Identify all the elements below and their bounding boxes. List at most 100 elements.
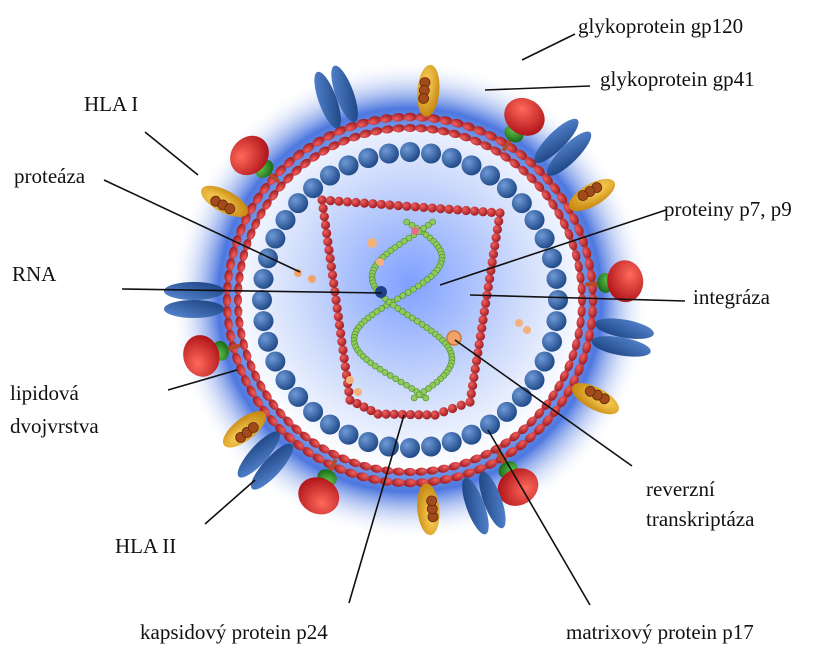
matrix-bead [252, 290, 272, 310]
capsid-bead [467, 389, 476, 398]
capsid-bead [341, 362, 350, 371]
capsid-bead [321, 220, 330, 229]
capsid-bead [322, 229, 331, 238]
label-gp41: glykoprotein gp41 [600, 67, 755, 91]
hla1-peptide [426, 495, 437, 506]
matrix-bead [400, 142, 420, 162]
capsid-bead [338, 345, 347, 354]
matrix-bead [542, 248, 562, 268]
matrix-bead [480, 165, 500, 185]
capsid-bead [406, 410, 415, 419]
capsid-bead [324, 245, 333, 254]
capsid-bead [471, 365, 480, 374]
label-proteaza: proteáza [14, 164, 86, 188]
hla1-peptide [418, 93, 429, 104]
label-lipid-2: dvojvrstva [10, 414, 99, 438]
lipid-bead [404, 124, 416, 132]
matrix-bead [358, 432, 378, 452]
capsid-bead [323, 237, 332, 246]
matrix-bead [303, 178, 323, 198]
capsid-bead [351, 198, 360, 207]
matrix-bead [400, 438, 420, 458]
capsid-bead [491, 233, 500, 242]
capsid-bead [477, 323, 486, 332]
label-integraza: integráza [693, 285, 771, 309]
matrix-bead [258, 248, 278, 268]
rna-bead [394, 296, 400, 302]
capsid-bead [494, 217, 503, 226]
capsid-bead [394, 201, 403, 210]
matrix-bead [497, 178, 517, 198]
capsid-bead [344, 387, 353, 396]
matrix-bead [275, 370, 295, 390]
enzyme-dot [515, 319, 523, 327]
capsid-bead [390, 410, 399, 419]
matrix-bead [303, 402, 323, 422]
capsid-bead [335, 320, 344, 329]
matrix-bead [258, 332, 278, 352]
capsid-bead [336, 329, 345, 338]
capsid-bead [478, 207, 487, 216]
capsid-bead [453, 205, 462, 214]
capsid-bead [445, 205, 454, 214]
capsid-bead [448, 404, 457, 413]
capsid-bead [485, 274, 494, 283]
matrix-bead [542, 332, 562, 352]
matrix-bead [288, 387, 308, 407]
capsid-bead [340, 354, 349, 363]
capsid-bead [337, 337, 346, 346]
capsid-bead [360, 198, 369, 207]
rna-bead [398, 379, 404, 385]
capsid-bead [345, 395, 354, 404]
label-rt-2: transkriptáza [646, 507, 755, 531]
capsid-bead [436, 204, 445, 213]
matrix-bead [525, 370, 545, 390]
capsid-bead [465, 397, 474, 406]
capsid-bead [476, 332, 485, 341]
lipid-bead [404, 468, 416, 476]
matrix-bead [535, 229, 555, 249]
capsid-bead [439, 407, 448, 416]
lipid-bead [589, 294, 597, 307]
capsid-bead [461, 206, 470, 215]
rna-bead [387, 373, 393, 379]
enzyme-dot [367, 238, 377, 248]
label-p7p9: proteiny p7, p9 [664, 197, 792, 221]
matrix-bead [265, 229, 285, 249]
capsid-bead [493, 225, 502, 234]
lipid-bead [578, 294, 586, 306]
lipid-bead [223, 294, 231, 307]
matrix-bead [442, 148, 462, 168]
capsid-bead [475, 340, 484, 349]
protease-dot [308, 275, 316, 283]
rna-bead [403, 382, 409, 388]
matrix-bead [379, 144, 399, 164]
label-hla1: HLA I [84, 92, 138, 116]
capsid-bead [468, 381, 477, 390]
label-rt-1: reverzní [646, 477, 715, 501]
rna-bead [393, 376, 399, 382]
rna-bead [405, 289, 411, 295]
enzyme-dot [523, 326, 531, 334]
matrix-bead [497, 402, 517, 422]
capsid-bead [334, 312, 343, 321]
rna-bead [423, 395, 429, 401]
capsid-bead [414, 410, 423, 419]
matrix-bead [535, 351, 555, 371]
capsid-bead [469, 373, 478, 382]
matrix-bead [320, 415, 340, 435]
matrix-bead [421, 144, 441, 164]
matrix-bead [546, 311, 566, 331]
matrix-bead [320, 165, 340, 185]
capsid-bead [481, 299, 490, 308]
capsid-bead [457, 401, 466, 410]
matrix-bead [288, 193, 308, 213]
matrix-bead [480, 415, 500, 435]
capsid-bead [430, 410, 439, 419]
matrix-bead [339, 425, 359, 445]
leader-gp120 [522, 34, 575, 60]
capsid-bead [328, 270, 337, 279]
capsid-bead [343, 197, 352, 206]
capsid-bead [317, 195, 326, 204]
label-hla2: HLA II [115, 534, 176, 558]
